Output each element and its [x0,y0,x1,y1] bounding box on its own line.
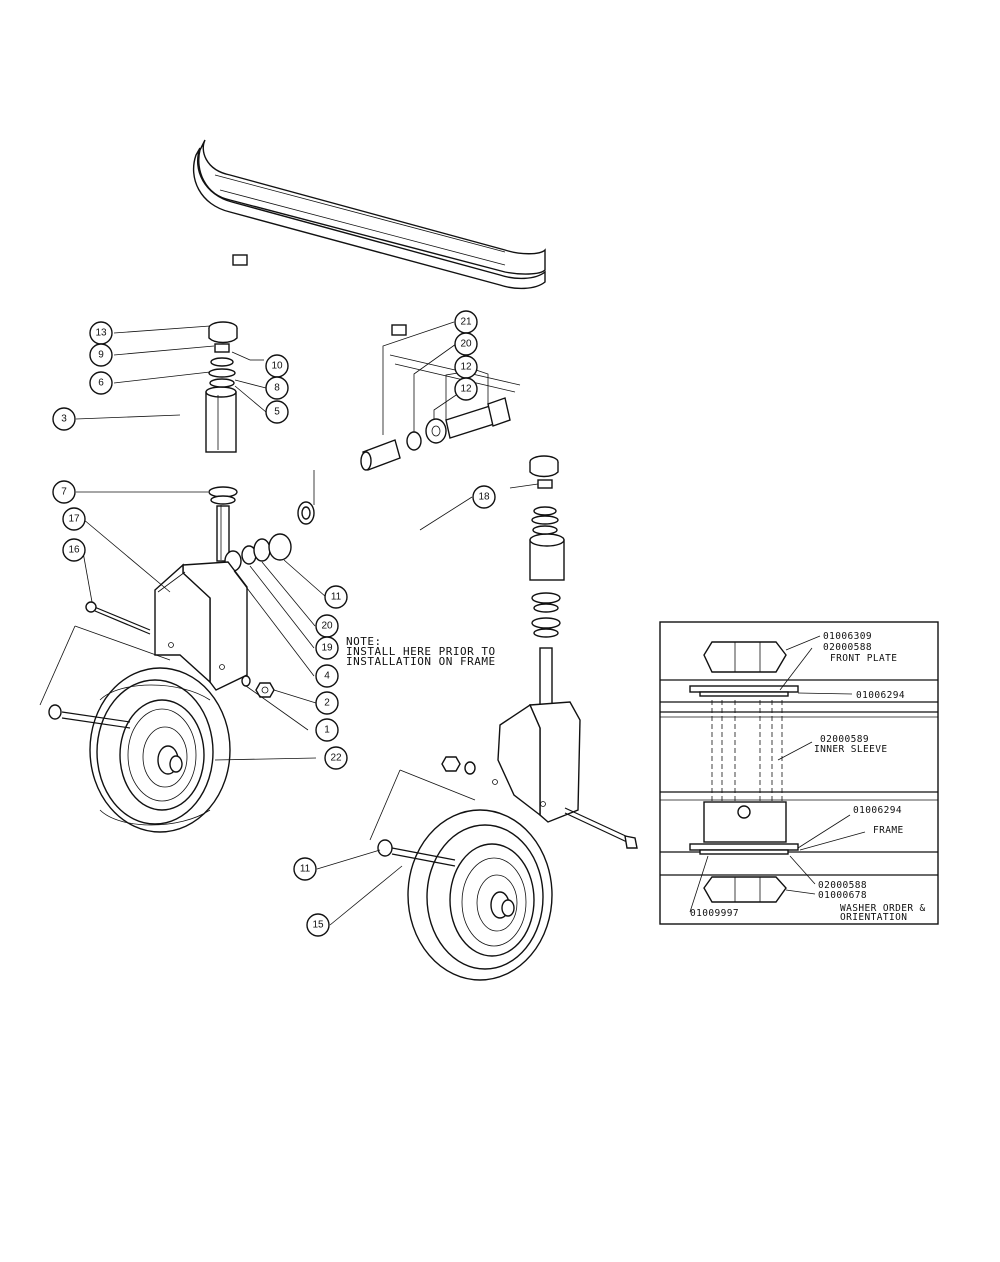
svg-text:01006294: 01006294 [853,805,902,816]
install-note: NOTE: INSTALL HERE PRIOR TO INSTALLATION… [346,635,496,668]
svg-text:02000588: 02000588 [823,642,872,653]
svg-text:15: 15 [312,920,324,931]
callout-16: 16 [62,538,86,562]
callout-22: 22 [324,746,348,770]
right-axle-bolt [564,807,638,849]
svg-text:ORIENTATION: ORIENTATION [840,912,907,923]
callout-8: 8 [265,376,289,400]
svg-text:INSTALLATION ON FRAME: INSTALLATION ON FRAME [346,655,496,668]
left-washer-set [224,533,292,572]
washer-order-inset: 01006309 02000588 FRONT PLATE 01006294 0… [659,621,939,925]
pivot-bushing [297,470,315,525]
svg-text:01006294: 01006294 [856,690,905,701]
svg-text:11: 11 [331,592,342,603]
left-lower-bearing [208,486,238,562]
right-fork-hardware [441,756,476,775]
callout-15: 15 [306,913,330,937]
svg-text:4: 4 [324,671,330,682]
callout-12-top: 12 [454,377,478,401]
callout-1: 1 [315,718,339,742]
callout-3: 3 [52,407,76,431]
callout-20-mid: 20 [315,614,339,638]
right-wheel-spacer [377,839,456,867]
svg-text:21: 21 [460,317,472,328]
callout-21: 21 [454,310,478,334]
svg-text:20: 20 [460,339,472,350]
callout-19: 19 [315,636,339,660]
svg-text:20: 20 [321,621,333,632]
right-lower-bearing [531,592,561,709]
svg-text:12: 12 [460,362,472,373]
svg-text:01000678: 01000678 [818,890,867,901]
callout-9: 9 [89,343,113,367]
right-wheel [369,769,553,981]
svg-text:22: 22 [330,753,342,764]
svg-text:11: 11 [300,864,311,875]
right-top-parts-stack [509,455,559,535]
callout-11: 11 [293,857,317,881]
svg-text:INNER SLEEVE: INNER SLEEVE [814,744,887,755]
callout-5: 5 [265,400,289,424]
svg-text:7: 7 [61,487,67,498]
right-spindle-housing [529,533,565,581]
svg-text:WASHER ORDER &: WASHER ORDER & [840,903,926,914]
svg-text:18: 18 [478,492,490,503]
callout-6: 6 [89,371,113,395]
right-caster-fork [492,701,581,823]
callout-18: 18 [472,485,496,509]
svg-text:6: 6 [98,378,104,389]
svg-text:13: 13 [95,328,107,339]
svg-text:02000589: 02000589 [820,734,869,745]
svg-text:2: 2 [324,698,330,709]
front-axle-beam [192,139,546,393]
svg-text:3: 3 [61,414,67,425]
svg-text:02000588: 02000588 [818,880,867,891]
svg-text:19: 19 [321,643,333,654]
svg-text:16: 16 [68,545,80,556]
callout-17: 17 [62,507,86,531]
svg-text:FRONT PLATE: FRONT PLATE [830,653,897,664]
callout-2: 2 [315,691,339,715]
left-spindle-housing [205,386,237,453]
left-wheel-spacer [48,704,131,729]
left-caster-fork [154,561,248,691]
svg-text:INSTALL HERE PRIOR TO: INSTALL HERE PRIOR TO [346,645,496,658]
svg-text:NOTE:: NOTE: [346,635,382,648]
callout-4: 4 [315,664,339,688]
callout-7: 7 [52,480,76,504]
svg-text:5: 5 [274,407,280,418]
left-top-parts-stack [208,321,251,388]
callout-20-top: 20 [454,332,478,356]
left-axle-bolt [85,601,151,635]
svg-text:FRAME: FRAME [873,825,904,836]
callout-12-mid: 11 [324,585,348,609]
svg-text:8: 8 [274,383,280,394]
inset-bolt-head [703,641,787,673]
left-wheel [39,625,231,833]
svg-text:12: 12 [460,384,472,395]
svg-text:01006309: 01006309 [823,631,872,642]
svg-text:01009997: 01009997 [690,908,739,919]
callout-14: 13 [89,321,113,345]
svg-text:17: 17 [68,514,80,525]
callout-10: 10 [265,354,289,378]
pivot-bolt-assembly [360,397,511,471]
callout-13: 12 [454,355,478,379]
svg-text:9: 9 [98,350,104,361]
leader-lines [75,321,489,926]
svg-text:10: 10 [271,361,283,372]
svg-text:1: 1 [324,725,330,736]
